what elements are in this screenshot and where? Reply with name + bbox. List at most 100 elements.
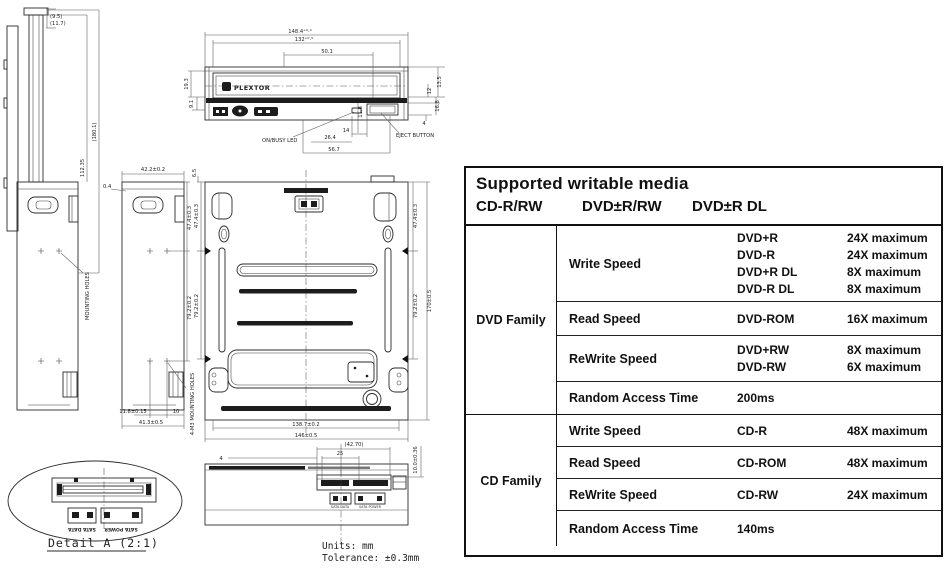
attribute-label: Write Speed: [569, 423, 642, 438]
dim-label: 56.7: [328, 147, 340, 153]
media-entry: DVD+R DL 8X maximum: [737, 265, 922, 279]
table-row: ReWrite Speed DVD+RW 8X maximum DVD-RW 6…: [557, 336, 941, 382]
media-type: DVD±R/RW: [582, 198, 662, 215]
dim-label: 79.2±0.2: [413, 294, 419, 318]
busy-led: [351, 107, 362, 114]
dim-label: 12: [427, 88, 433, 95]
table-row: Read Speed CD-ROM 48X maximum: [557, 447, 941, 479]
dvd-family-block: DVD Family Write Speed DVD+R 24X maximum…: [466, 226, 941, 415]
side-view-tray-extended: (9.5) (11.7) 112.35 (180.1) MOUNTING HOL…: [3, 7, 100, 411]
media-entry: DVD-RW 6X maximum: [737, 360, 922, 374]
dim-label: (9.5): [50, 14, 62, 20]
tolerance-note: Tolerance: ±0.3mm: [322, 553, 420, 564]
dim-label: 0.4: [103, 184, 112, 190]
dim-label: 79.2±0.2: [187, 296, 193, 320]
table-header: Supported writable media CD-R/RW DVD±R/R…: [466, 168, 941, 226]
supported-media-table: Supported writable media CD-R/RW DVD±R/R…: [464, 166, 943, 557]
media-entry: DVD+R 24X maximum: [737, 231, 928, 245]
eject-button: [366, 103, 399, 116]
dim-label: 16.8: [435, 100, 441, 112]
sata-data-connector: [321, 480, 349, 486]
dim-label: 112.35: [80, 159, 86, 177]
table-title: Supported writable media: [476, 174, 689, 193]
dim-label: 47.4±0.3: [194, 204, 200, 228]
media-entry: CD-RW 24X maximum: [737, 487, 928, 502]
dim-label: 14: [343, 128, 350, 134]
dim-label: (42.70): [345, 442, 364, 448]
dim-label: 11.8±0.15: [119, 409, 146, 415]
dim-label: 50.1: [321, 49, 333, 55]
media-entry: DVD-R 24X maximum: [737, 248, 928, 262]
dim-label: 11.8: [358, 106, 364, 118]
dim-label: 47.4±0.3: [187, 206, 193, 230]
attribute-label: Random Access Time: [569, 391, 699, 405]
media-types-row: CD-R/RW DVD±R/RW DVD±R DL: [476, 198, 941, 215]
table-row: Random Access Time 200ms: [557, 382, 941, 414]
sata-connector-frame: [316, 474, 392, 491]
dim-label: 41.3±0.5: [139, 420, 163, 426]
table-row: ReWrite Speed CD-RW 24X maximum: [557, 479, 941, 511]
dim-label: 26.4: [324, 135, 336, 141]
mounting-holes-label: 4-M3 MOUNTING HOLES: [190, 373, 196, 436]
media-entry: CD-ROM 48X maximum: [737, 455, 928, 470]
sata-data-label: SATA DATA: [68, 526, 96, 532]
dim-label: 170±0.5: [427, 290, 433, 313]
units-note: Units: mm: [322, 541, 374, 552]
drawing-notes: Units: mm Tolerance: ±0.3mm: [322, 541, 420, 564]
dim-label: 4: [422, 121, 426, 127]
dim-label: 13.5: [437, 76, 443, 88]
dim-label: 6.5: [192, 169, 198, 177]
dim-label: 79.2±0.2: [194, 294, 200, 318]
front-vent: [213, 107, 228, 116]
dim-label: 19.3: [184, 78, 190, 90]
table-row: Write Speed CD-R 48X maximum: [557, 415, 941, 447]
dim-label: 138.7±0.2: [292, 422, 319, 428]
attribute-label: Write Speed: [569, 256, 642, 271]
media-entry: DVD-R DL 8X maximum: [737, 282, 922, 296]
plextor-logo-icon: [222, 82, 231, 91]
dim-label: 47.4±0.3: [413, 204, 419, 228]
dim-label: 9.1: [189, 100, 195, 108]
front-view: PLEXTOR 148.4⁺⁰·⁴ 132⁺⁰·⁵ 50.1 13.5: [184, 29, 445, 154]
sata-data-label: SATA DATA: [331, 505, 350, 509]
attribute-label: Read Speed: [569, 311, 641, 326]
technical-drawing: (9.5) (11.7) 112.35 (180.1) MOUNTING HOL…: [3, 7, 445, 564]
dim-label: 25: [337, 451, 344, 457]
detail-a-view: SATA DATA SATA POWER Detail A (2:1): [7, 460, 183, 552]
media-entry: DVD-ROM 16X maximum: [737, 311, 928, 326]
eject-label: EJECT BUTTON: [396, 133, 434, 139]
plextor-logo-text: PLEXTOR: [234, 84, 270, 92]
bottom-view: 6.5 47.4±0.3 79.2±0.2 47.4±0.3 79.2±0.2 …: [192, 169, 433, 442]
dim-label: 4: [219, 456, 223, 462]
family-name: DVD Family: [466, 226, 557, 414]
dim-label: 132⁺⁰·⁵: [295, 37, 313, 43]
dim-label: 148.4⁺⁰·⁴: [288, 29, 311, 35]
sata-power-label: SATA POWER: [359, 505, 382, 509]
dim-label: (180.1): [92, 123, 98, 142]
media-entry: 140ms: [737, 521, 775, 536]
media-entry: CD-R 48X maximum: [737, 423, 928, 438]
attribute-label: Read Speed: [569, 455, 641, 470]
cd-family-block: CD Family Write Speed CD-R 48X maximum R…: [466, 415, 941, 546]
dim-label: 42.2±0.2: [141, 167, 165, 173]
dim-label: 146±0.5: [295, 433, 318, 439]
attribute-label: ReWrite Speed: [569, 487, 657, 502]
attribute-label: Random Access Time: [569, 521, 699, 536]
detail-caption: Detail A (2:1): [48, 536, 159, 550]
mounting-holes-label: MOUNTING HOLES: [85, 272, 91, 320]
media-entry: 200ms: [737, 391, 775, 405]
media-type: CD-R/RW: [476, 198, 543, 215]
attribute-label: ReWrite Speed: [569, 351, 657, 366]
dim-label: 10: [173, 409, 180, 415]
sata-power-connector: [353, 480, 388, 486]
side-view: 42.2±0.2 0.4 47.4±0.3 79.2±0.2 11.8±0.15…: [103, 167, 196, 435]
sata-power-label: SATA POWER: [104, 526, 138, 532]
dim-label: (11.7): [50, 21, 66, 27]
rear-view: SATA DATA SATA POWER (42.70) 25 4 10.0±0…: [204, 442, 424, 548]
media-type: DVD±R DL: [692, 198, 767, 215]
led-label: ON/BUSY LED: [262, 138, 297, 144]
table-row: Write Speed DVD+R 24X maximum DVD-R 24X …: [557, 226, 941, 302]
table-row: Read Speed DVD-ROM 16X maximum: [557, 302, 941, 336]
family-name: CD Family: [466, 415, 557, 546]
